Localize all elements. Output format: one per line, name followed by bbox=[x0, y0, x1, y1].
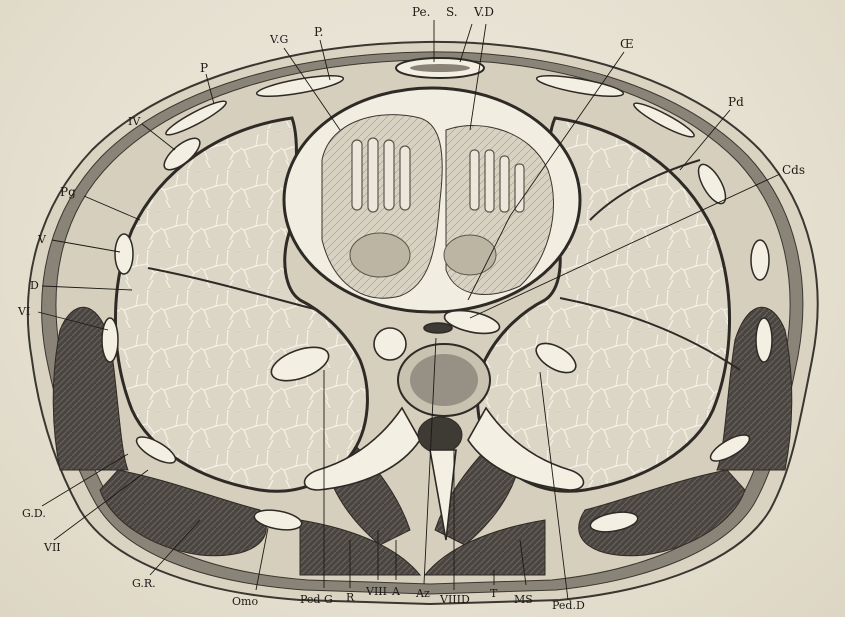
label-vd: V.D bbox=[474, 6, 494, 18]
label-pd: Pd bbox=[728, 96, 744, 108]
heart bbox=[284, 88, 580, 312]
label-r: R bbox=[346, 592, 354, 603]
label-vii: VII bbox=[44, 542, 61, 553]
label-gr: G.R. bbox=[132, 578, 156, 589]
label-p-left: P bbox=[200, 62, 208, 74]
label-az: Az bbox=[416, 588, 430, 599]
label-viii: VIII bbox=[366, 586, 387, 597]
label-a: A bbox=[392, 586, 400, 597]
label-s: S. bbox=[446, 6, 458, 18]
label-ms: MS bbox=[514, 594, 533, 605]
label-viiid: VIIID bbox=[440, 594, 470, 605]
sternum bbox=[396, 58, 484, 78]
label-vg: V.G bbox=[270, 34, 288, 45]
label-cds: Cds bbox=[782, 164, 805, 176]
label-pedd: Ped.D bbox=[552, 600, 585, 611]
label-v: V bbox=[38, 234, 46, 245]
label-pg: Pg bbox=[60, 186, 76, 198]
label-p-top: P. bbox=[314, 26, 323, 38]
label-t: T bbox=[490, 588, 497, 599]
label-iv: IV bbox=[128, 116, 140, 127]
label-gd: G.D. bbox=[22, 508, 46, 519]
label-vi: VI bbox=[18, 306, 30, 317]
label-omo: Omo bbox=[232, 596, 258, 607]
label-oe: Œ bbox=[620, 38, 634, 50]
label-d: D bbox=[30, 280, 39, 291]
label-pedg: Ped G bbox=[300, 594, 333, 605]
label-pe: Pe. bbox=[412, 6, 430, 18]
